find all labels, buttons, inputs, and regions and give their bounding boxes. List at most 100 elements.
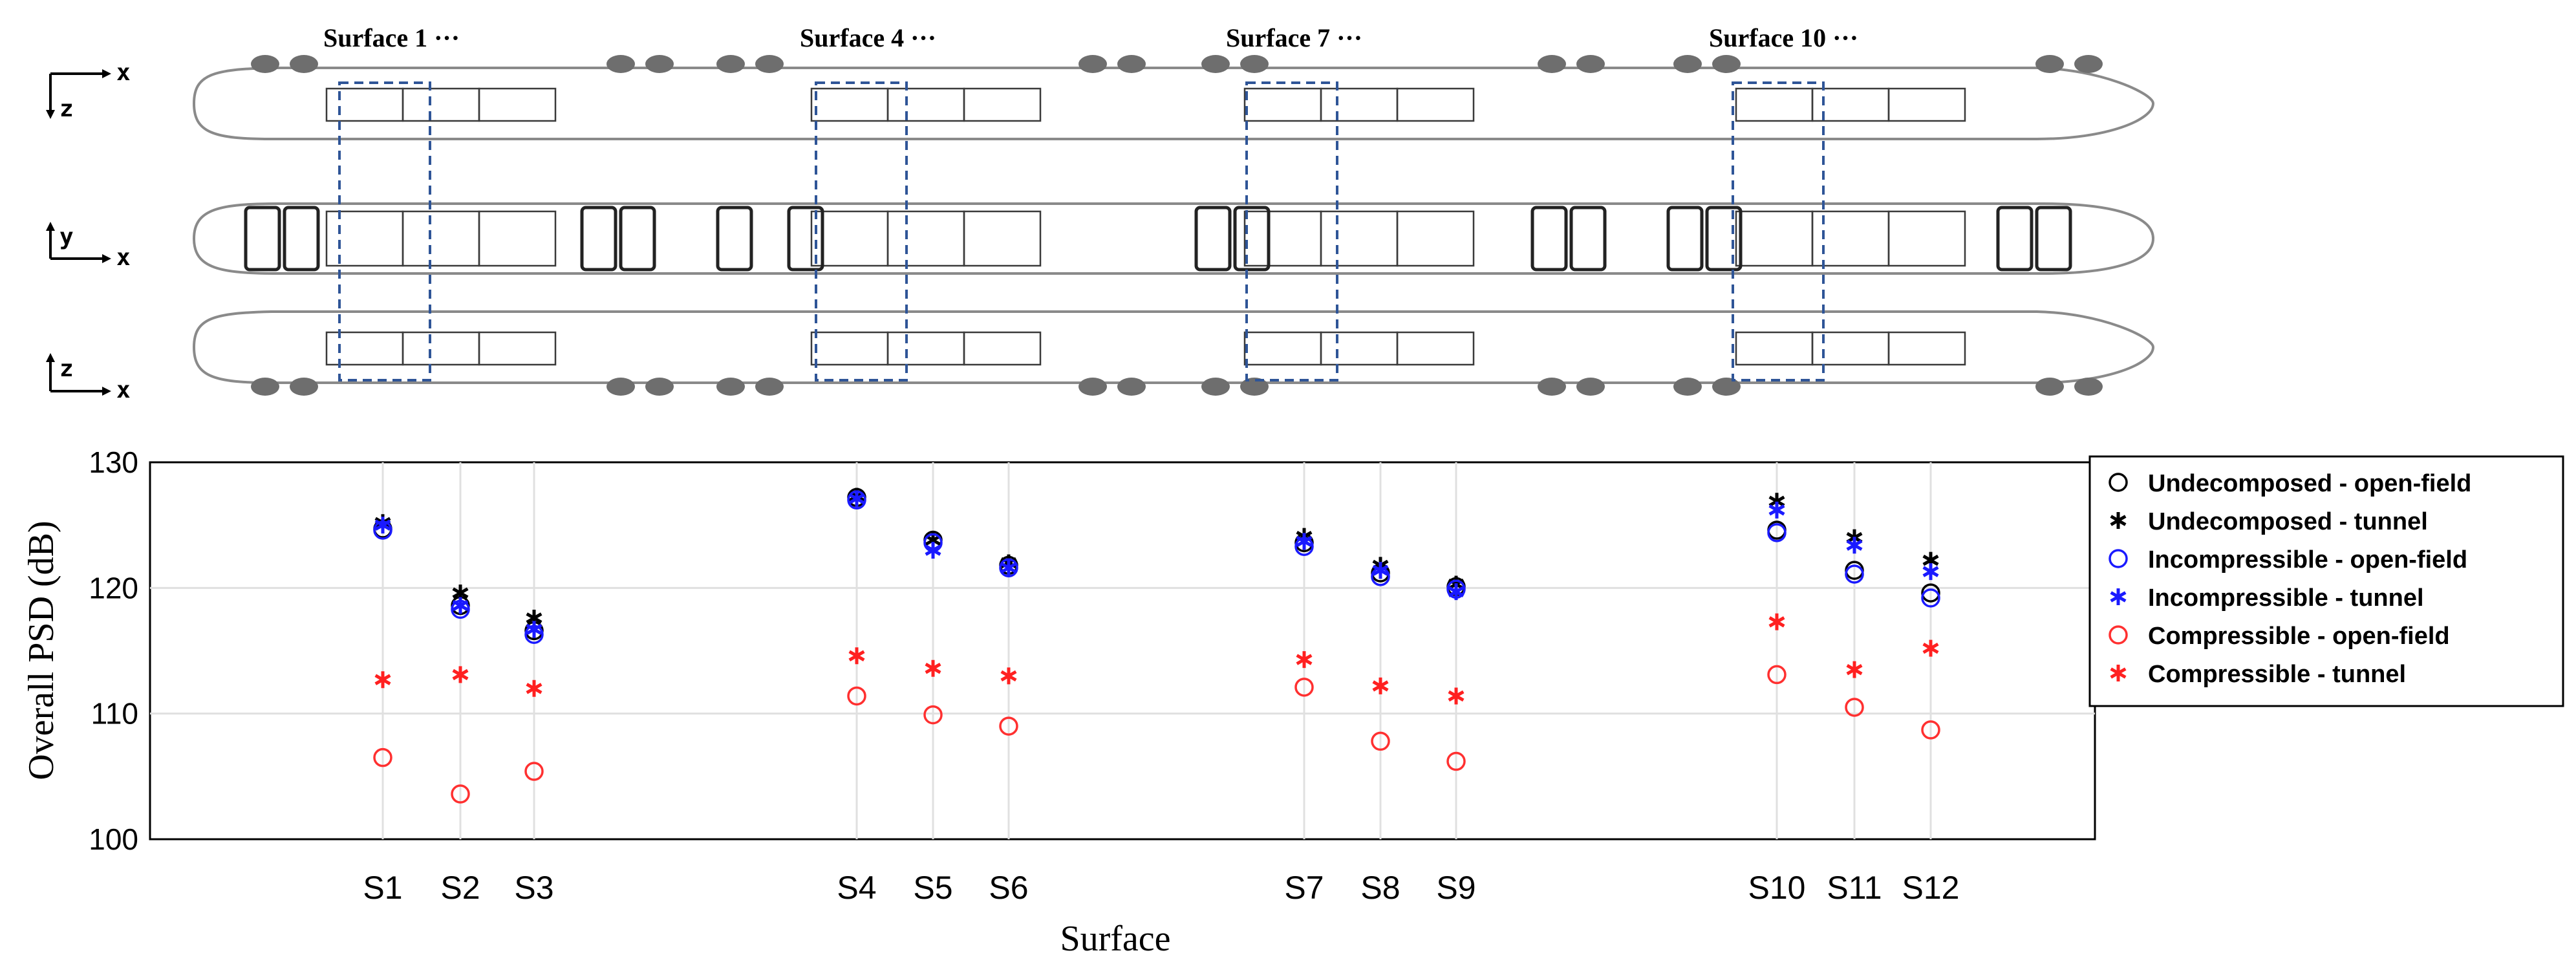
bogie-frame — [244, 206, 281, 272]
window-panel — [963, 210, 1042, 267]
data-point — [925, 659, 941, 677]
legend-marker — [2110, 665, 2127, 681]
surface-label-1: Surface 1 ··· — [323, 23, 460, 52]
train-body-side — [192, 310, 2155, 384]
train-body-plan — [192, 202, 2155, 275]
y-tick-label: 100 — [89, 822, 138, 856]
legend-label: Incompressible - open-field — [2148, 546, 2467, 573]
bogie-frame — [1530, 206, 1568, 272]
data-point — [1768, 613, 1785, 630]
legend-label: Incompressible - tunnel — [2148, 584, 2424, 612]
y-axis-label: Overall PSD (dB) — [21, 520, 61, 780]
bogie-wheel — [251, 55, 279, 73]
legend-box — [2088, 455, 2564, 707]
data-point — [452, 597, 469, 614]
x-tick-label: S2 — [440, 870, 480, 906]
data-point — [1768, 501, 1785, 519]
window-panel — [1320, 210, 1399, 267]
data-marks — [373, 488, 1940, 804]
bogie-frame — [1666, 206, 1704, 272]
surface-label-10: Surface 10 ··· — [1709, 23, 1858, 52]
surface-highlight-box — [1245, 81, 1338, 381]
bogie-wheel — [290, 378, 318, 396]
window-panel — [1735, 331, 1814, 366]
legend-label: Compressible - open-field — [2148, 623, 2450, 650]
data-point — [524, 762, 544, 781]
legend-marker — [2109, 549, 2128, 568]
bogie-wheel — [645, 378, 674, 396]
data-point — [925, 542, 941, 559]
surface-highlight-box — [1732, 81, 1825, 381]
x-tick-label: S4 — [837, 870, 876, 906]
window-panel — [886, 87, 965, 122]
surface-label-7: Surface 7 ··· — [1226, 23, 1362, 52]
bogie-wheel — [1712, 378, 1741, 396]
bogie-wheel — [1673, 55, 1702, 73]
data-point — [1767, 665, 1787, 685]
data-point — [1922, 639, 1939, 657]
data-point — [1371, 731, 1390, 751]
train-body-side — [192, 67, 2155, 140]
bogie-wheel — [1079, 55, 1107, 73]
axis-triad-bottom: x z — [46, 353, 131, 403]
data-point — [1767, 523, 1787, 542]
axis-triad-top: x z — [46, 59, 131, 122]
train-schematic — [192, 55, 2155, 396]
data-point — [1845, 698, 1864, 717]
bogie-wheel — [1240, 378, 1269, 396]
bogie-wheel — [755, 55, 784, 73]
data-point — [1446, 751, 1466, 771]
surface-highlight-box — [815, 81, 908, 381]
surface-highlight-box — [338, 81, 431, 381]
bogie-frame — [2035, 206, 2072, 272]
x-tick-label: S8 — [1360, 870, 1400, 906]
axis-triad-bottom-z: z — [59, 356, 74, 382]
x-tick-label: S11 — [1827, 870, 1882, 906]
bogie-wheel — [290, 55, 318, 73]
bogie-wheel — [606, 55, 635, 73]
data-point — [1846, 661, 1863, 678]
data-point — [451, 784, 470, 804]
legend-marker — [2110, 588, 2127, 605]
bogie-wheel — [2074, 55, 2103, 73]
window-panel — [886, 331, 965, 366]
window-panel — [325, 87, 404, 122]
data-point — [1921, 720, 1940, 740]
window-panel — [1887, 331, 1966, 366]
bogie-wheel — [716, 55, 745, 73]
data-point — [1000, 559, 1017, 577]
window-panel — [1320, 87, 1399, 122]
axis-triad-top-z: z — [59, 96, 74, 122]
data-point — [1296, 651, 1313, 669]
window-panel — [1735, 87, 1814, 122]
data-point — [1372, 677, 1389, 694]
y-tick-label: 130 — [89, 445, 138, 479]
x-tick-label: S5 — [913, 870, 952, 906]
data-point — [999, 716, 1018, 736]
x-tick-label: S9 — [1436, 870, 1476, 906]
window-panel — [1887, 210, 1966, 267]
window-panel — [478, 87, 557, 122]
window-panel — [402, 210, 480, 267]
bogie-wheel — [2074, 378, 2103, 396]
y-tick-label: 120 — [89, 571, 138, 605]
bogie-wheel — [1538, 55, 1566, 73]
bogie-wheel — [1201, 55, 1230, 73]
bogie-wheel — [645, 55, 674, 73]
window-panel — [810, 331, 889, 366]
data-point — [374, 671, 391, 689]
bogie-wheel — [716, 378, 745, 396]
bogie-frame — [619, 206, 656, 272]
data-point — [1921, 583, 1940, 603]
bogie-wheel — [2035, 378, 2064, 396]
data-point — [1922, 563, 1939, 581]
window-panel — [402, 87, 480, 122]
bogie-wheel — [1240, 55, 1269, 73]
axis-triad-top-x: x — [116, 59, 131, 86]
x-axis-label: Surface — [1060, 919, 1170, 959]
bogie-frame — [1194, 206, 1232, 272]
bogie-wheel — [1712, 55, 1741, 73]
bogie-wheel — [1117, 378, 1146, 396]
legend-label: Compressible - tunnel — [2148, 661, 2406, 688]
